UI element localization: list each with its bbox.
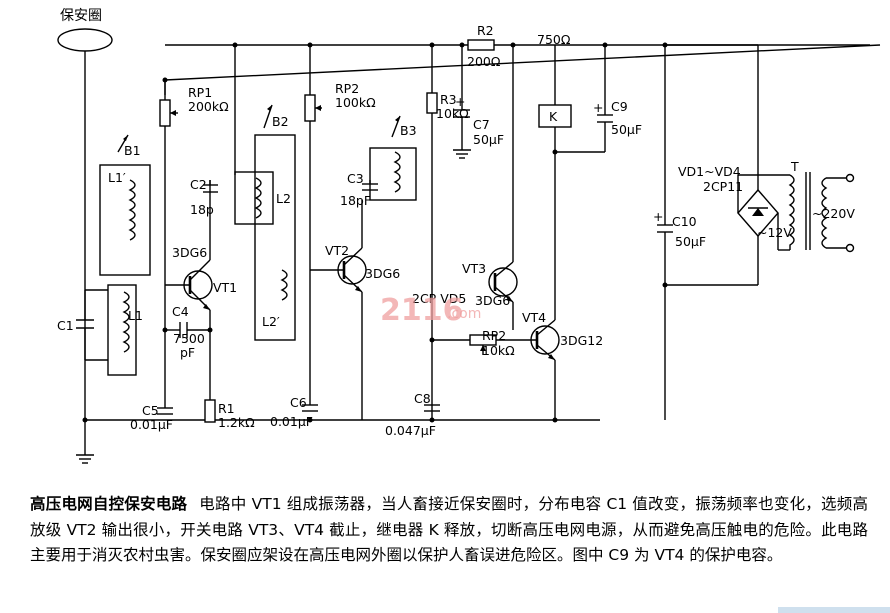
capacitor-c6 <box>302 404 318 412</box>
c7-label: C7 <box>473 117 490 132</box>
c9-label: C9 <box>611 99 628 114</box>
watermark-logo: 2116 <box>380 293 464 328</box>
inductor-l2 <box>254 177 262 219</box>
relay-k-label: K <box>549 109 558 124</box>
c10-value: 50μF <box>675 234 706 249</box>
inductor-b3 <box>393 151 401 193</box>
r3-label: R3 <box>440 92 457 107</box>
l1-label: L1 <box>128 308 143 323</box>
l1-prime-label: L1′ <box>108 170 126 185</box>
vt1-label: VT1 <box>213 280 237 295</box>
c6-value: 0.01μF <box>270 414 313 429</box>
resistor-r1 <box>204 399 216 423</box>
r2-value: 200Ω <box>467 54 501 69</box>
vt3-label: VT3 <box>462 261 486 276</box>
vt2-type: 3DG6 <box>365 266 400 281</box>
c1-label: C1 <box>57 318 74 333</box>
r1-label: R1 <box>218 401 235 416</box>
resistor-r2 <box>467 39 495 51</box>
capacitor-c5 <box>157 407 173 415</box>
guard-ring-label: 保安圈 <box>60 8 102 24</box>
c2-value: 18p <box>190 202 214 217</box>
capacitor-c10 <box>657 224 673 233</box>
vt4-label: VT4 <box>522 310 546 325</box>
c6-label: C6 <box>290 395 307 410</box>
c5-label: C5 <box>142 403 159 418</box>
ac-terminal-top <box>845 173 855 183</box>
transistor-vt1 <box>165 259 213 311</box>
c7-plus: + <box>455 94 465 109</box>
guard-ring-antenna <box>57 28 113 52</box>
rp2-lower-label: RP2 <box>482 328 506 343</box>
potentiometer-rp1 <box>159 80 178 140</box>
c4-value-1: 7500 <box>173 331 205 346</box>
caption-body: 电路中 VT1 组成振荡器，当人畜接近保安圈时，分布电容 C1 值改变，振荡频率… <box>30 495 868 564</box>
caption-title: 高压电网自控保安电路 <box>30 495 188 513</box>
inductor-l2-prime <box>280 269 288 301</box>
capacitor-c7 <box>453 109 471 159</box>
c2-label: C2 <box>190 177 207 192</box>
c4-value-2: pF <box>180 345 195 360</box>
rp2-lower-value: 10kΩ <box>482 343 515 358</box>
circuit-diagram: 保安圈 C1 L1 L1′ B1 RP1 200kΩ <box>57 8 881 464</box>
c8-label: C8 <box>414 391 431 406</box>
c10-plus: + <box>653 209 663 224</box>
vd5-label: 2CP VD5 <box>412 291 466 306</box>
c5-value: 0.01μF <box>130 417 173 432</box>
b2-label: B2 <box>272 114 289 129</box>
t-label: T <box>790 159 799 174</box>
capacitor-c9 <box>597 114 613 152</box>
r2-label: R2 <box>477 23 494 38</box>
vt2-label: VT2 <box>325 243 349 258</box>
transistor-vt4 <box>513 319 560 361</box>
rp1-label: RP1 <box>188 85 212 100</box>
c9-value: 50μF <box>611 122 642 137</box>
rp1-value: 200kΩ <box>188 99 229 114</box>
transformer-t <box>788 172 828 250</box>
inductor-l1 <box>122 291 130 353</box>
r1-value: 1.2kΩ <box>218 415 255 430</box>
rp2-label: RP2 <box>335 81 359 96</box>
ground-symbol-left <box>76 440 94 464</box>
rp2-value: 100kΩ <box>335 95 376 110</box>
capacitor-c8 <box>424 404 440 412</box>
vt1-type: 3DG6 <box>172 245 207 260</box>
v12-label: ~12V <box>757 225 792 240</box>
b3-label: B3 <box>400 123 417 138</box>
ac-terminal-bottom <box>845 243 855 253</box>
figure-caption: 高压电网自控保安电路电路中 VT1 组成振荡器，当人畜接近保安圈时，分布电容 C… <box>30 492 868 569</box>
vd-type: 2CP11 <box>703 179 743 194</box>
vt4-type: 3DG12 <box>560 333 603 348</box>
potentiometer-rp2 <box>304 90 322 255</box>
transistor-vt2 <box>310 247 367 293</box>
c9-plus: + <box>593 100 603 115</box>
watermark-sub: .com <box>447 306 481 322</box>
c3-value: 18pF <box>340 193 371 208</box>
b1-label: B1 <box>124 143 141 158</box>
c10-label: C10 <box>672 214 697 229</box>
relay-resistance: 750Ω <box>537 32 571 47</box>
inductor-l1-prime <box>128 179 136 241</box>
vt3-type: 3DG6 <box>475 293 510 308</box>
c7-value: 50μF <box>473 132 504 147</box>
corner-decoration <box>778 607 890 613</box>
v220-label: ~220V <box>812 206 855 221</box>
capacitor-c2 <box>203 180 218 193</box>
capacitor-c3 <box>362 180 378 191</box>
capacitor-c1 <box>76 290 94 360</box>
transistor-vt3 <box>488 261 518 303</box>
c4-label: C4 <box>172 304 189 319</box>
c8-value: 0.047μF <box>385 423 436 438</box>
l2-prime-label: L2′ <box>262 314 280 329</box>
l2-label: L2 <box>276 191 291 206</box>
vd-label: VD1~VD4 <box>678 164 741 179</box>
c3-label: C3 <box>347 171 364 186</box>
